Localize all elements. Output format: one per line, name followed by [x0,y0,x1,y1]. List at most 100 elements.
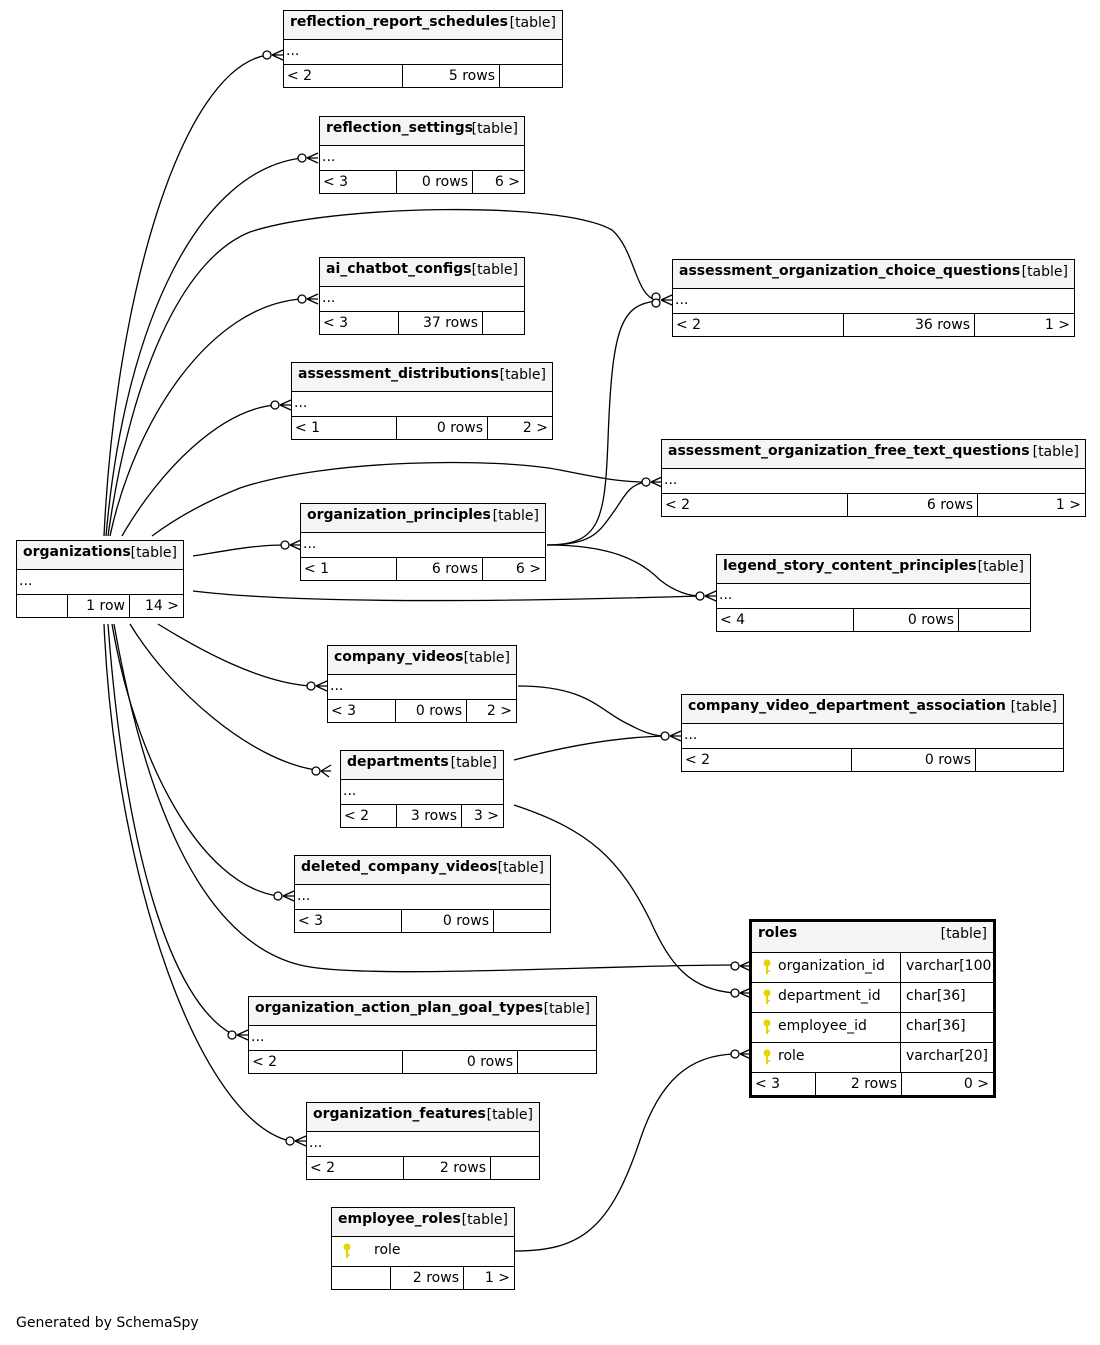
crowfoot-circle [311,766,321,776]
parents-count: < 3 [323,315,349,331]
edge-principles-free-text-questions [546,481,647,546]
table-organization_features[interactable]: organization_features[table] ... < 2 2 r… [306,1102,540,1180]
row-count: 6 rows [847,494,978,516]
table-assessment_distributions[interactable]: assessment_distributions[table] ... < 1 … [291,362,553,440]
crowfoot [279,399,292,411]
table-type: [table] [461,1212,508,1228]
edge-organizations-roles-org [113,623,736,973]
parents-count: < 3 [298,913,324,929]
table-legend_story_content_principles[interactable]: legend_story_content_principles[table] .… [716,554,1031,632]
crowfoot [271,49,284,61]
edge-departments-roles [513,804,736,994]
table-organizations[interactable]: organizations[table] ... 1 row 14 > [16,540,184,618]
row-count: 0 rows [851,749,976,771]
row-count: 1 row [67,595,130,617]
table-name: employee_roles [338,1211,461,1227]
table-assessment_organization_free_text_questions[interactable]: assessment_organization_free_text_questi… [661,439,1086,517]
parents-count: < 2 [287,68,313,84]
table-type: [table] [1010,699,1057,715]
children-count: 14 > [145,598,179,614]
table-name: assessment_organization_choice_questions [679,263,1021,279]
key-icon [763,1049,771,1064]
children-count: 2 > [522,420,548,436]
table-company_videos[interactable]: company_videos[table] ... < 3 0 rows 2 > [327,645,517,723]
parents-count: < 1 [295,420,321,436]
table-ellipsis: ... [664,472,678,488]
table-roles[interactable]: roles[table] organization_id varchar[100… [749,919,997,1098]
table-organization_principles[interactable]: organization_principles[table] ... < 1 6… [300,503,546,581]
children-count: 1 > [1055,497,1081,513]
crowfoot-circle [730,1049,740,1059]
table-type: [table] [471,262,518,278]
table-ellipsis: ... [294,395,308,411]
table-deleted_company_videos[interactable]: deleted_company_videos[table] ... < 3 0 … [294,855,551,933]
table-company_video_department_association[interactable]: company_video_department_association[tab… [681,694,1064,772]
generator-credit: Generated by SchemaSpy [16,1315,199,1331]
table-type: [table] [471,121,518,137]
column-row: role [332,1237,514,1267]
crowfoot [320,764,332,778]
edge-departments-association [513,735,666,761]
edge-employee_roles-roles [514,1053,736,1252]
table-reflection_report_schedules[interactable]: reflection_report_schedules[table] ... <… [283,10,563,88]
children-count: 3 > [473,808,499,824]
table-name: assessment_distributions [298,366,499,382]
row-count: 0 rows [396,417,488,439]
children-count [491,1157,539,1179]
table-reflection_settings[interactable]: reflection_settings[table] ... < 3 0 row… [319,116,525,194]
crowfoot-circle [285,1136,295,1146]
edge-organizations-assessment_organization_choice_questions [107,208,657,537]
row-count: 2 rows [815,1073,902,1095]
children-count: 6 > [515,561,541,577]
column-row: department_id char[36] [752,983,993,1013]
column-name: role [374,1242,401,1258]
children-count: 6 > [494,174,520,190]
table-ellipsis: ... [322,290,336,306]
table-name: reflection_settings [326,120,473,136]
crowfoot [289,539,302,551]
crowfoot-circle [280,540,290,550]
table-ai_chatbot_configs[interactable]: ai_chatbot_configs[table] ... < 3 37 row… [319,257,525,335]
table-organization_action_plan_goal_types[interactable]: organization_action_plan_goal_types[tabl… [248,996,597,1074]
children-count [483,312,524,334]
table-departments[interactable]: departments[table] ... < 2 3 rows 3 > [340,750,504,828]
table-ellipsis: ... [343,783,357,799]
crowfoot-circle [297,153,307,163]
children-count [959,609,1030,631]
crowfoot-circle [695,591,705,601]
children-count [976,749,1063,771]
edge-organizations-legend_story_content_principles [192,590,701,602]
column-row: role varchar[20] [752,1043,993,1073]
children-count [494,910,550,932]
table-ellipsis: ... [251,1029,265,1045]
table-type: [table] [486,1107,533,1123]
crowfoot-circle [651,298,661,308]
table-name: legend_story_content_principles [723,558,977,574]
table-ellipsis: ... [297,888,311,904]
row-count: 37 rows [398,312,483,334]
table-name: roles [758,925,798,941]
parents-count: < 2 [665,497,691,513]
table-employee_roles[interactable]: employee_roles[table] role 2 rows 1 > [331,1207,515,1290]
crowfoot-circle [262,50,272,60]
table-assessment_organization_choice_questions[interactable]: assessment_organization_choice_questions… [672,259,1075,337]
table-name: ai_chatbot_configs [326,261,472,277]
table-type: [table] [509,15,556,31]
edge-organizations-assessment_distributions [121,404,276,537]
row-count: 2 rows [403,1157,491,1179]
crowfoot [294,1135,307,1147]
table-type: [table] [1021,264,1068,280]
column-type: varchar[20] [906,1048,988,1064]
edge-organizations-reflection_report_schedules [103,54,268,537]
edge-organizations-ai_chatbot_configs [109,298,303,537]
row-count: 2 rows [390,1267,464,1289]
edge-organizations-organization_features [103,623,291,1142]
row-count: 0 rows [401,910,494,932]
column-row: organization_id varchar[100] [752,953,997,983]
crowfoot [282,890,295,902]
column-name: department_id [778,988,881,1004]
table-type: [table] [450,755,497,771]
table-type: [table] [977,559,1024,575]
edge-organizations-reflection_settings [105,157,303,537]
